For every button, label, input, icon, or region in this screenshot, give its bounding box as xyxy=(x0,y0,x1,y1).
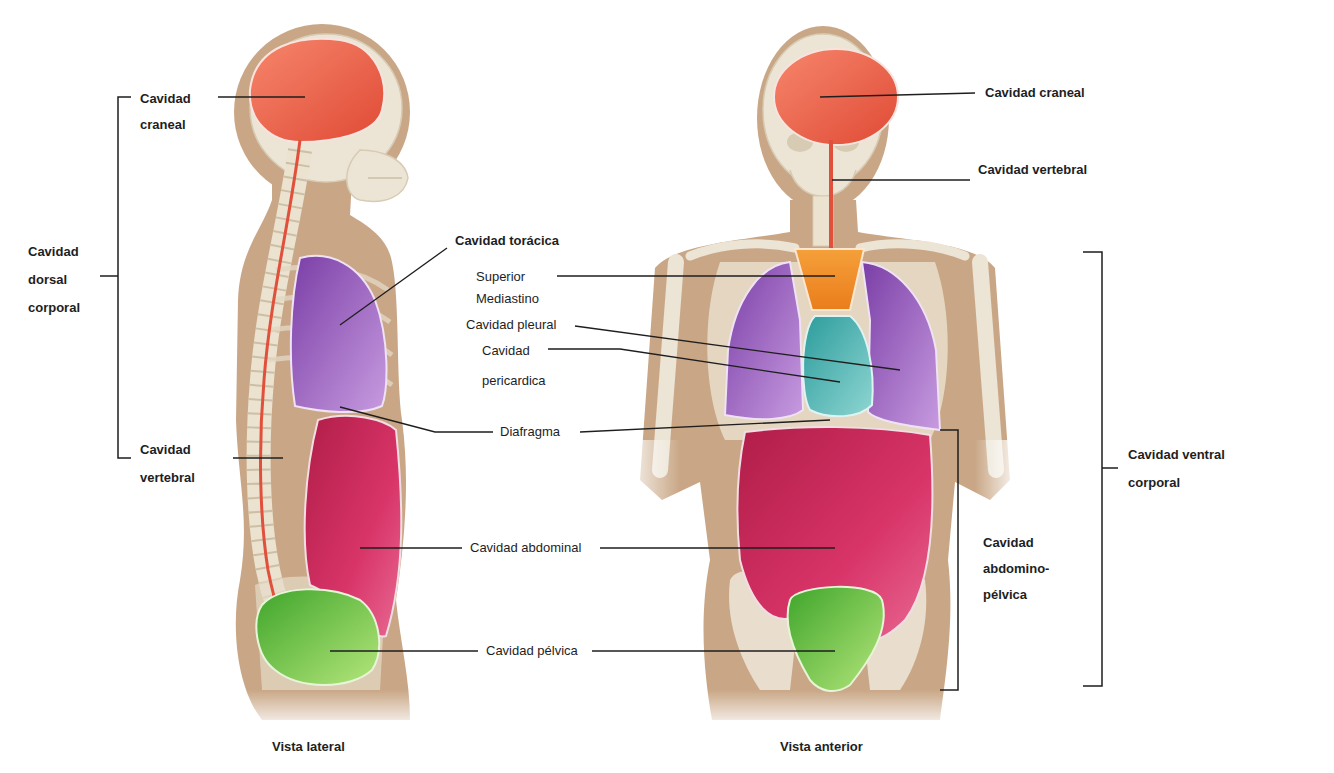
cavity-label: Cavidad abdominal xyxy=(470,539,581,557)
lateral-body xyxy=(234,24,410,720)
cavity-label: Cavidad pélvica xyxy=(486,642,578,660)
cavity-label: Cavidad torácica xyxy=(455,232,559,250)
cavity-label: Cavidad abdomino- pélvica xyxy=(983,530,1063,608)
cavity-label: Diafragma xyxy=(500,423,560,441)
cavity-label: Cavidad pleural xyxy=(466,316,556,334)
cavity-label: Cavidad ventral corporal xyxy=(1128,441,1253,497)
cavity-label: Vista lateral xyxy=(272,738,345,756)
brackets xyxy=(100,97,1118,690)
cavity-label: Vista anterior xyxy=(780,738,863,756)
cavity-label: Cavidad craneal xyxy=(985,84,1085,102)
cavity-label: Cavidad dorsal corporal xyxy=(28,238,98,322)
cavity-label: Cavidad craneal xyxy=(140,86,210,138)
cavity-label: Cavidad vertebral xyxy=(978,161,1087,179)
cavity-label: Cavidad pericardica xyxy=(482,336,572,396)
cavity-label: Superior Mediastino xyxy=(476,266,566,310)
anterior-body xyxy=(640,26,1010,720)
leader-lines xyxy=(218,93,975,651)
cavity-label: Cavidad vertebral xyxy=(140,436,220,492)
